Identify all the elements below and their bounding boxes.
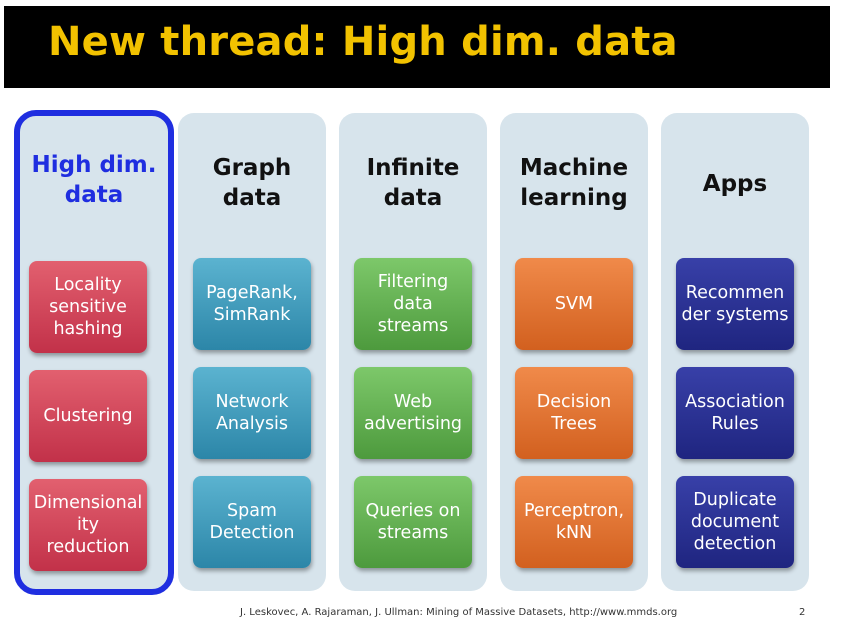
box-spam-detection: Spam Detection [193,476,311,568]
box-locality-sensitive-hashing: Locality sensitive hashing [29,261,147,353]
column-heading-apps: Apps [702,171,768,197]
box-perceptron-knn: Perceptron, kNN [515,476,633,568]
box-clustering: Clustering [29,370,147,462]
box-association-rules: Association Rules [676,367,794,459]
column-graph-data: Graph data PageRank, SimRank Network Ana… [178,113,326,591]
column-machine-learning: Machine learning SVM Decision Trees Perc… [500,113,648,591]
column-heading-infinite-data: Infinite data [366,155,460,211]
column-heading-graph-data: Graph data [212,155,292,211]
page-number: 2 [799,607,806,618]
box-web-advertising: Web advertising [354,367,472,459]
column-infinite-data: Infinite data Filtering data streams Web… [339,113,487,591]
footer-citation: J. Leskovec, A. Rajaraman, J. Ullman: Mi… [240,607,678,618]
box-dimensionality-reduction: Dimensional ity reduction [29,479,147,571]
box-pagerank-simrank: PageRank, SimRank [193,258,311,350]
box-svm: SVM [515,258,633,350]
box-decision-trees: Decision Trees [515,367,633,459]
slide-title: New thread: High dim. data [48,19,678,65]
column-apps: Apps Recommen der systems Association Ru… [661,113,809,591]
title-bar: New thread: High dim. data [4,6,830,88]
column-heading-high-dim-data: High dim. data [31,152,157,208]
box-filtering-data-streams: Filtering data streams [354,258,472,350]
box-network-analysis: Network Analysis [193,367,311,459]
box-queries-on-streams: Queries on streams [354,476,472,568]
column-high-dim-data: High dim. data Locality sensitive hashin… [14,110,174,595]
box-recommender-systems: Recommen der systems [676,258,794,350]
column-heading-machine-learning: Machine learning [519,155,629,211]
box-duplicate-document-detection: Duplicate document detection [676,476,794,568]
